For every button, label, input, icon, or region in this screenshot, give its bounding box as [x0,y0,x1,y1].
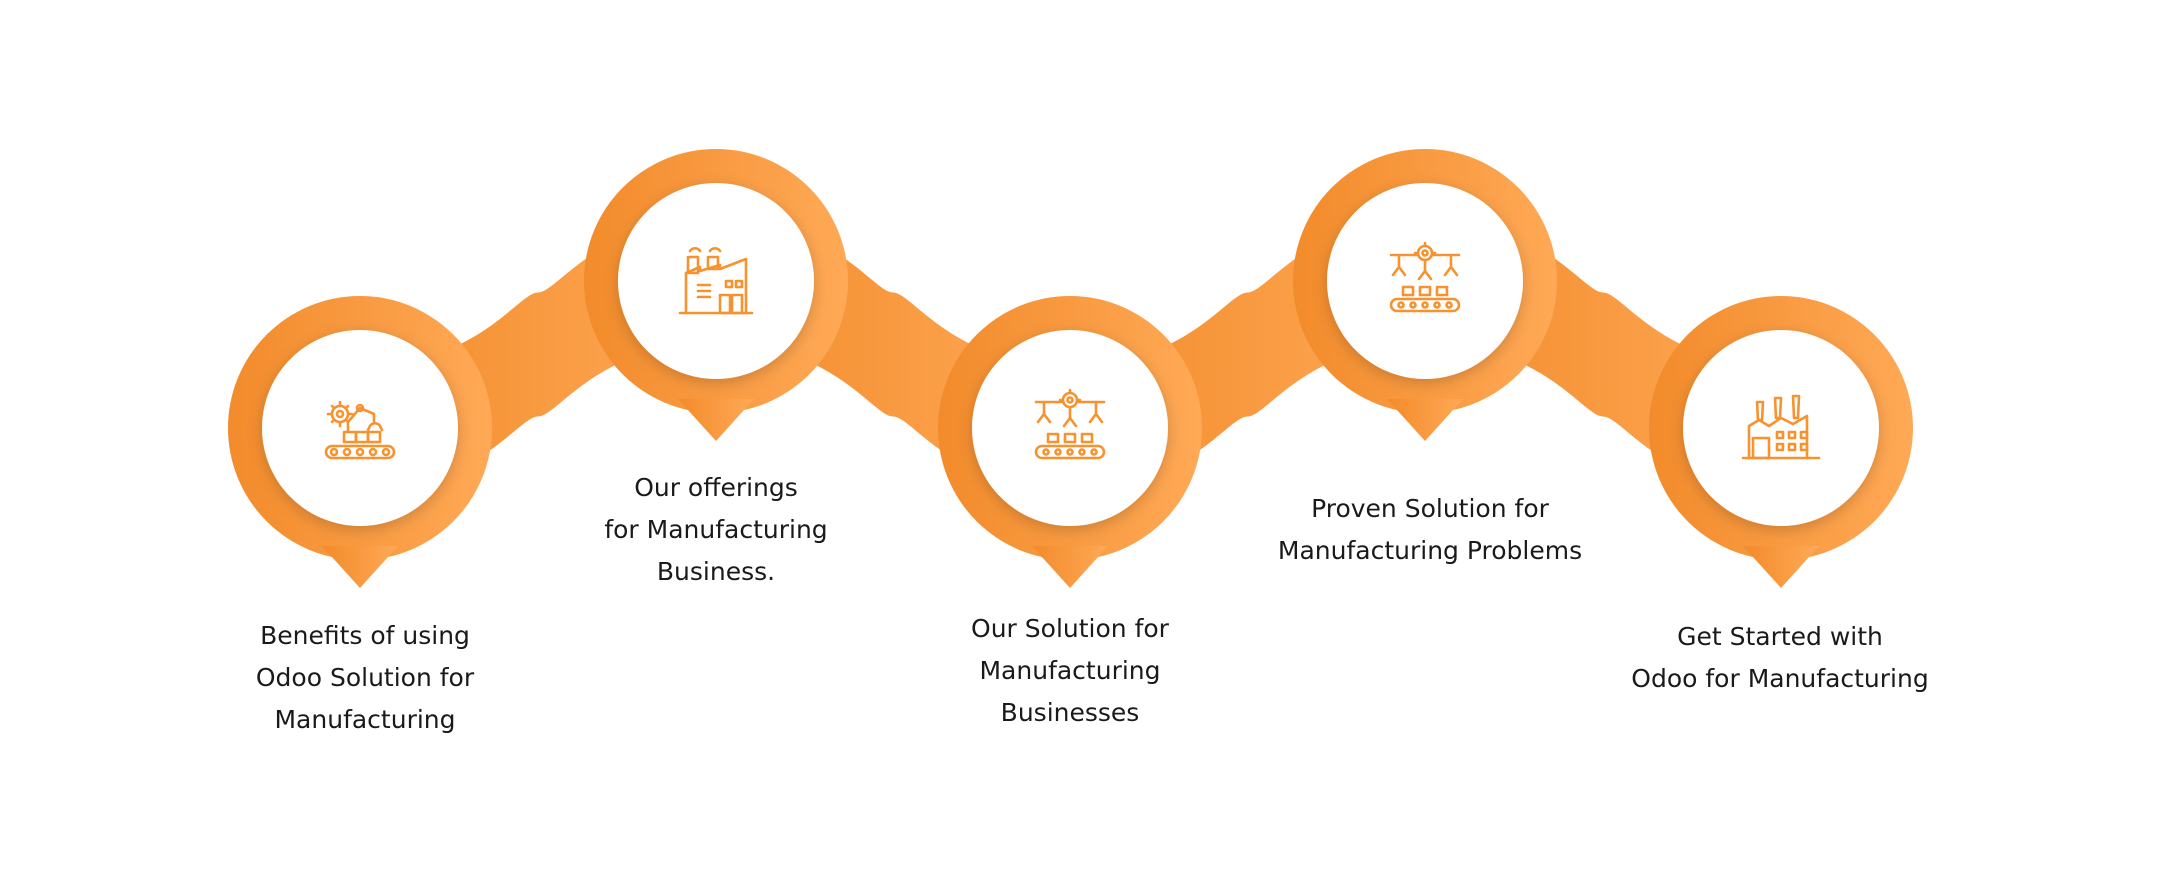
step-3-line-3: Businesses [1000,698,1140,727]
step-2-label: Our offerings for Manufacturing Business… [546,467,886,593]
step-4-line-1: Proven Solution for [1311,494,1549,523]
step-2-line-1: Our offerings [634,473,798,502]
robotic-arm-conveyor-icon [320,388,400,468]
step-1-line-2: Odoo Solution for [255,663,475,692]
step-5-label: Get Started with Odoo for Manufacturing [1600,616,1960,700]
step-5-line-2: Odoo for Manufacturing [1631,664,1929,693]
node-circle-3 [972,330,1168,526]
step-2-line-3: Business. [656,557,776,586]
node-pointer-5 [1743,546,1819,588]
node-circle-1 [262,330,458,526]
step-3-line-2: Manufacturing [979,656,1161,685]
node-pointer-3 [1032,546,1108,588]
node-pointer-1 [322,546,398,588]
step-4-label: Proven Solution for Manufacturing Proble… [1245,488,1615,572]
step-4-line-2: Manufacturing Problems [1277,536,1583,565]
node-pointer-2 [678,399,754,441]
node-circle-2 [618,183,814,379]
node-pointer-4 [1387,399,1463,441]
gear-conveyor-grippers-icon [1385,241,1465,321]
step-3-line-1: Our Solution for [971,614,1169,643]
gear-conveyor-grippers-icon [1030,388,1110,468]
factory-building-icon [676,241,756,321]
step-2-line-2: for Manufacturing [604,515,828,544]
factory-chimneys-icon [1741,388,1821,468]
step-1-line-1: Benefits of using [260,621,470,650]
step-1-line-3: Manufacturing [274,705,456,734]
step-3-label: Our Solution for Manufacturing Businesse… [900,608,1240,734]
node-circle-5 [1683,330,1879,526]
step-5-line-1: Get Started with [1677,622,1883,651]
node-circle-4 [1327,183,1523,379]
step-1-label: Benefits of using Odoo Solution for Manu… [195,615,535,741]
